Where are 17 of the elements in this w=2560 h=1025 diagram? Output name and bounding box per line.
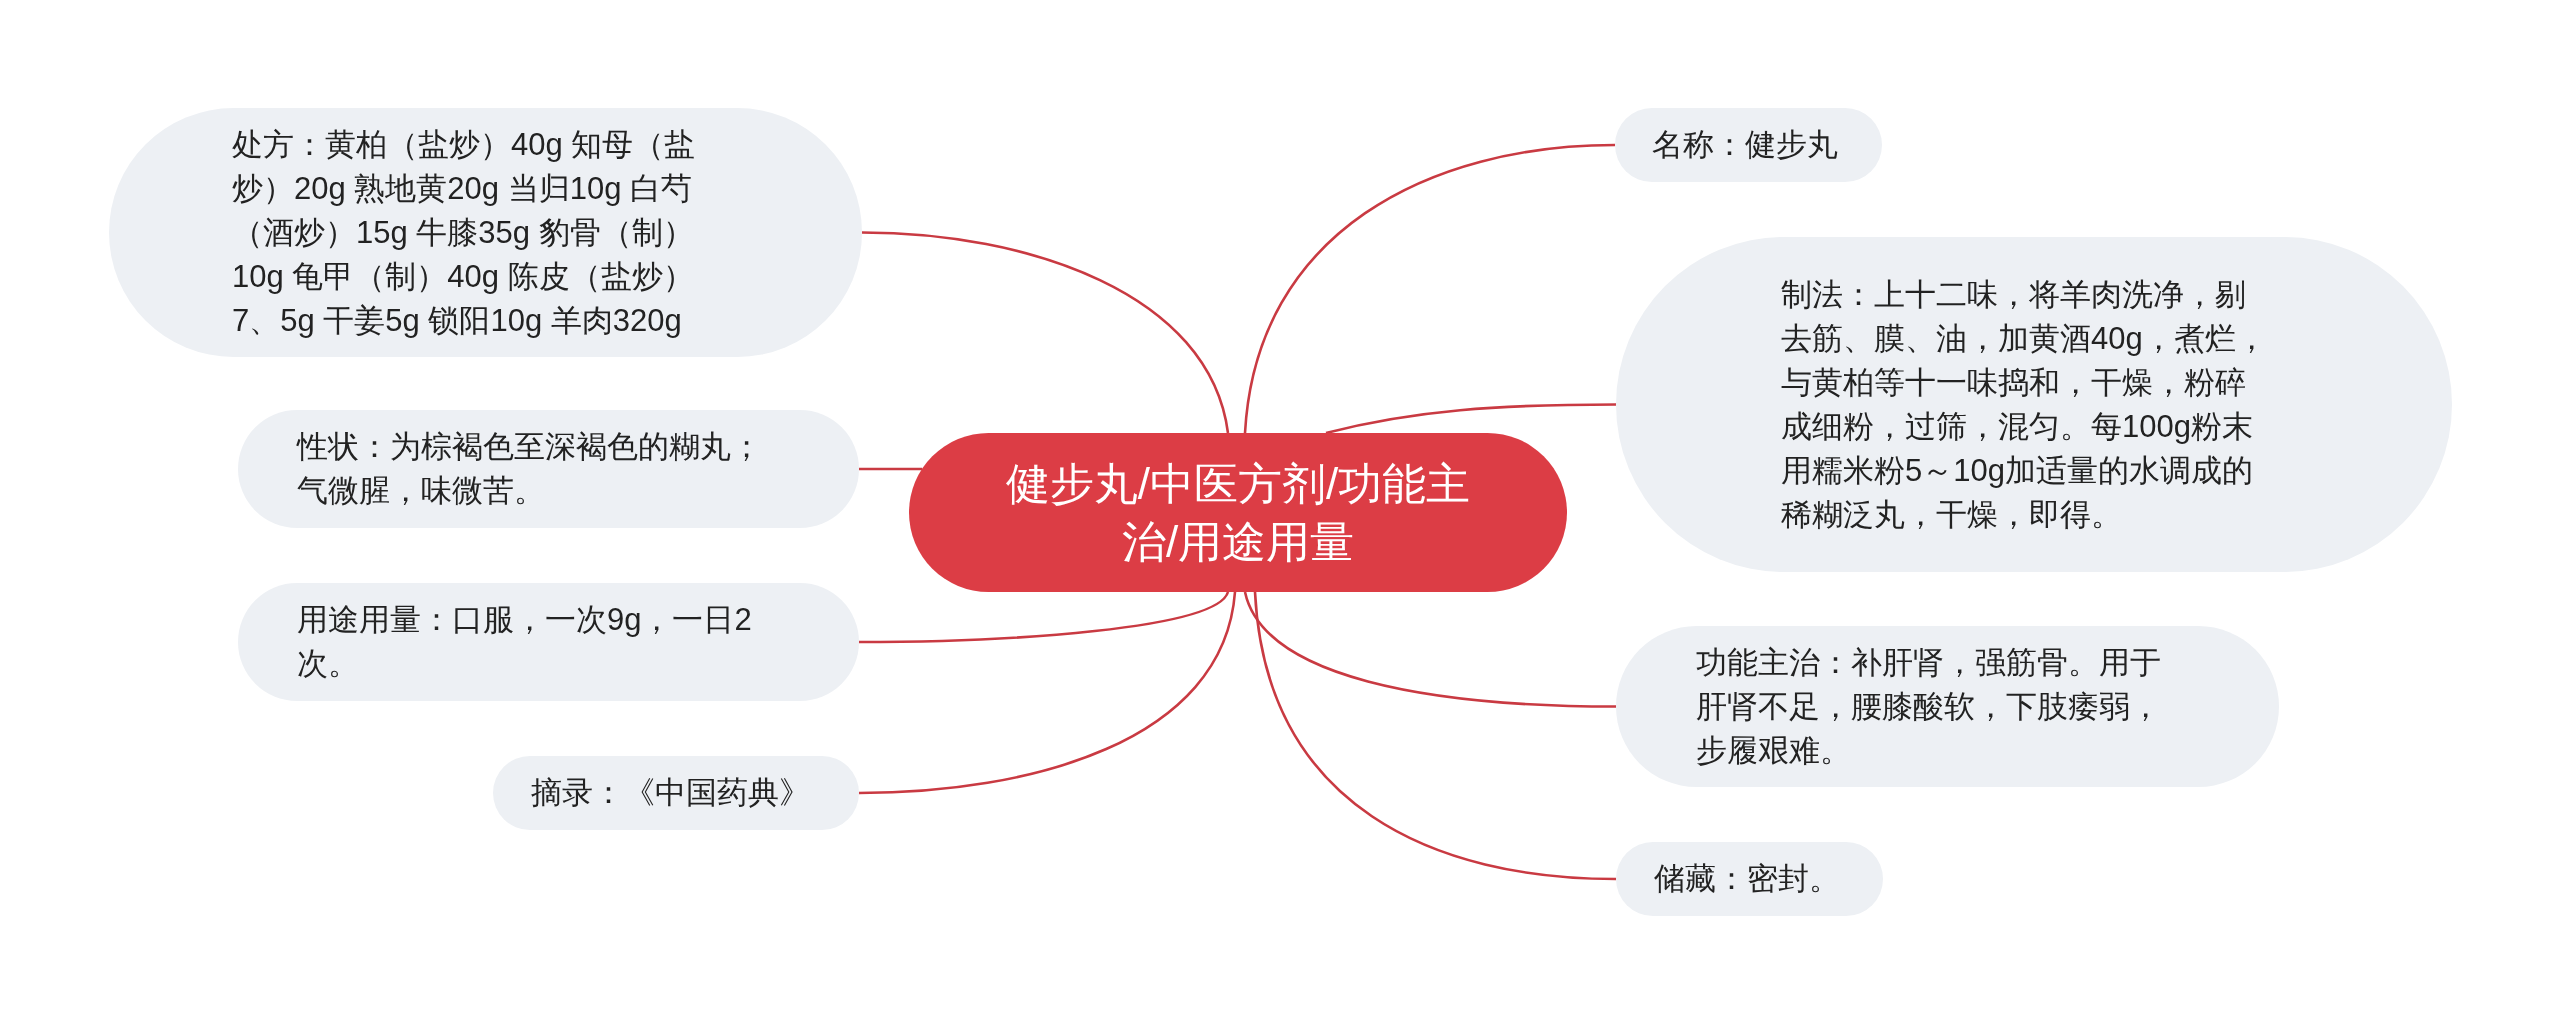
connector-line	[1243, 143, 1616, 434]
central-topic-box: 健步丸/中医方剂/功能主治/用途用量	[909, 433, 1567, 592]
topic-box: 名称：健步丸	[1615, 108, 1882, 182]
topic-box: 性状：为棕褐色至深褐色的糊丸；气微腥，味微苦。	[238, 410, 859, 528]
topic-box: 处方：黄柏（盐炒）40g 知母（盐炒）20g 熟地黄20g 当归10g 白芍（酒炒）15g 牛膝35g 豹骨（制）10g 龟甲（制）40g 陈皮（盐炒）7、5g 干姜5g 锁阳10g 羊肉320g	[109, 108, 862, 357]
connector-line	[859, 467, 922, 471]
topic-box: 用途用量：口服，一次9g，一日2次。	[238, 583, 859, 701]
topic-box: 储藏：密封。	[1616, 842, 1883, 916]
connector-line	[858, 591, 1237, 795]
connector-line	[1325, 403, 1616, 435]
connector-line	[1253, 591, 1617, 881]
topic-box: 制法：上十二味，将羊肉洗净，剔去筋、膜、油，加黄酒40g，煮烂，与黄柏等十一味捣和，干燥，粉碎成细粉，过筛，混匀。每100g粉末用糯米粉5～10g加适量的水调成的稀糊泛丸，干燥，即得。	[1616, 237, 2452, 572]
topic-box: 功能主治：补肝肾，强筋骨。用于肝肾不足，腰膝酸软，下肢痿弱，步履艰难。	[1616, 626, 2279, 787]
topic-box: 摘录：《中国药典》	[493, 756, 859, 830]
connector-line	[1243, 591, 1616, 708]
connector-line	[861, 231, 1230, 434]
connector-line	[859, 591, 1230, 644]
